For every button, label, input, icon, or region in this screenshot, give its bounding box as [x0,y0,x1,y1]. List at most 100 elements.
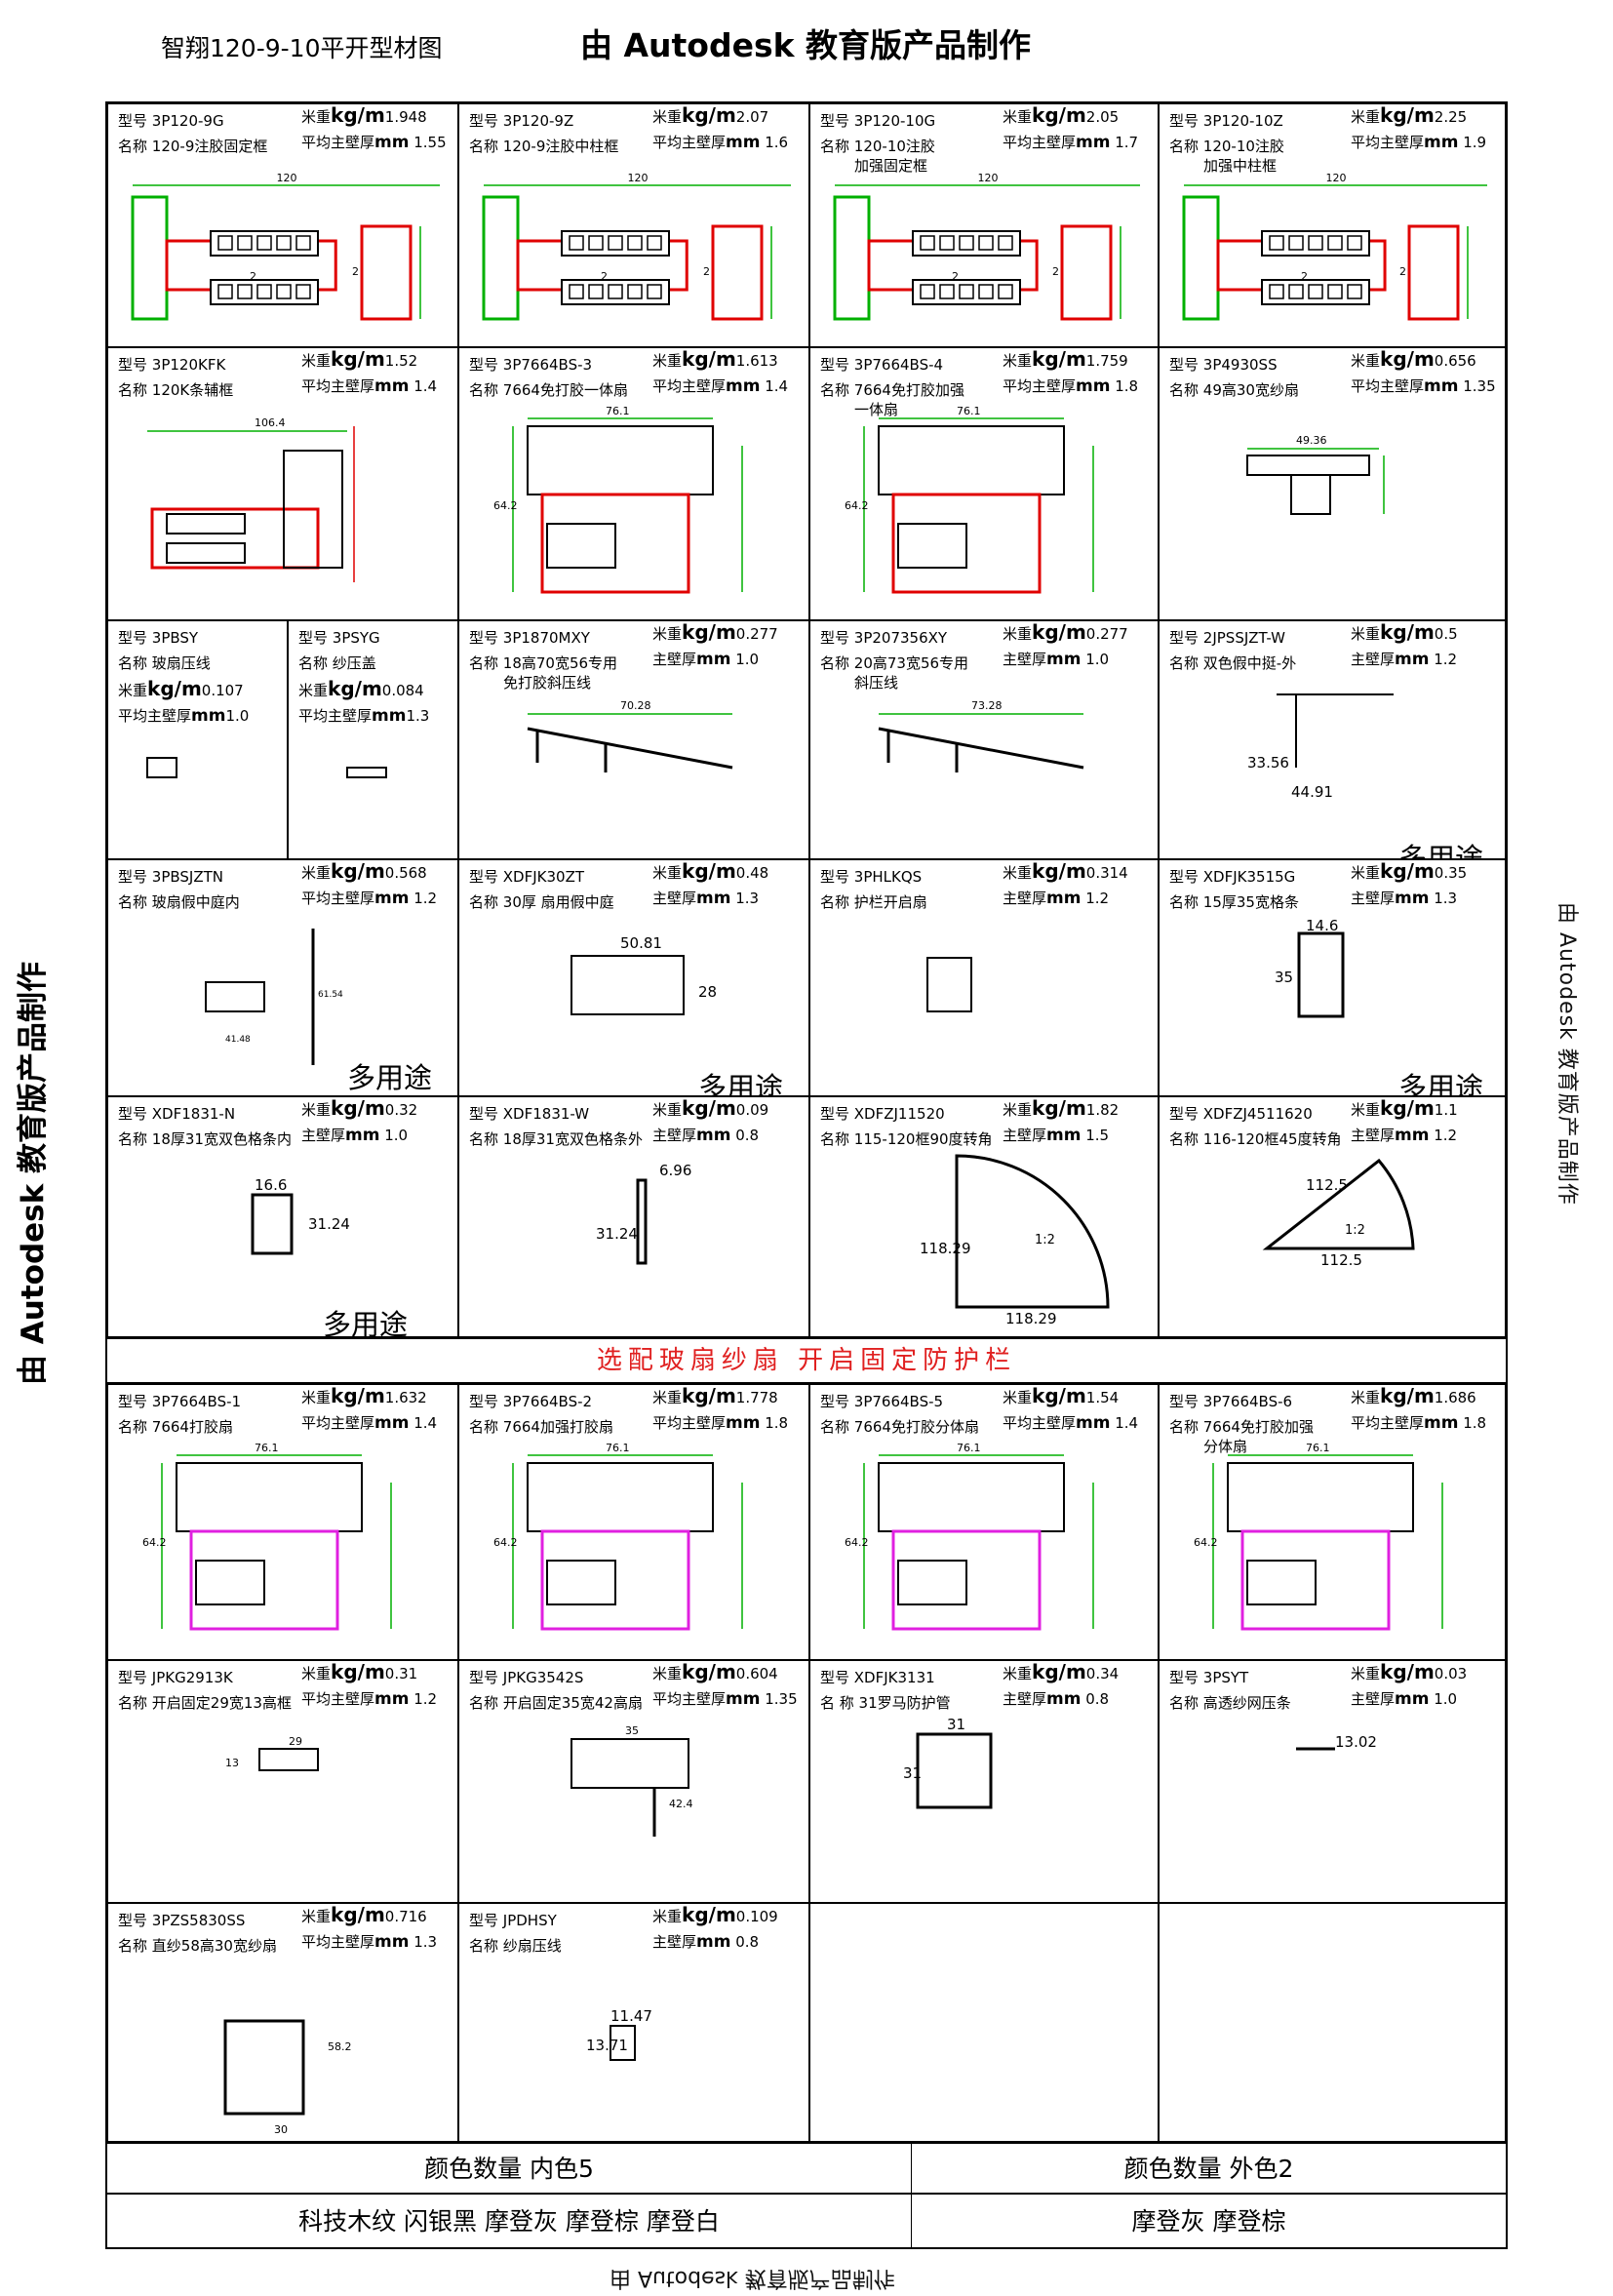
profile-model: 型号 XDFJK3515G [1169,868,1295,886]
model-label: 型号 [118,1912,152,1929]
profile-model: 型号 XDFZJ11520 [820,1105,945,1123]
profile-thickness: 平均主壁厚mm 1.4 [301,377,437,395]
profile-model: 型号 XDFJK30ZT [469,868,584,886]
thickness-value: 1.4 [760,377,789,395]
thickness-value: 1.4 [409,377,438,395]
dim-label-width: 70.28 [620,699,651,712]
thickness-value: 1.5 [1081,1127,1110,1144]
model-label: 型号 [820,868,854,886]
model-value: XDF1831-N [151,1105,236,1123]
thickness-unit: mm [1076,376,1111,396]
profile-name: 名称 7664加强打胶扇 [469,1418,613,1436]
model-label: 型号 [469,1393,503,1410]
weight-value: 0.34 [1085,1665,1120,1682]
model-value: XDF1831-W [502,1105,590,1123]
multi-use-tag: 多用途 [1398,1071,1484,1096]
name-label: 名称 [118,1937,152,1955]
profile-thickness: 主壁厚mm 1.5 [1003,1127,1109,1144]
weight-unit: kg/m [1380,1660,1435,1683]
model-label: 型号 [1169,1393,1203,1410]
thermal-strip [166,542,246,564]
name-value: 开启固定35宽42高扇 [502,1694,643,1712]
profile-thickness: 主壁厚mm 1.0 [1351,1690,1457,1708]
weight-value: 0.277 [1085,625,1128,643]
thickness-label: 平均主壁厚 [301,1933,375,1951]
profile-model: 型号 3PSYG [298,629,380,647]
weight-label: 米重 [652,1908,683,1925]
autodesk-watermark-top: 由 Autodesk 教育版产品制作 [580,26,1032,64]
fake-mullion [205,981,265,1012]
strip-cell [608,284,623,299]
model-value: 3P7664BS-6 [1202,1393,1293,1410]
name-value: 18厚31宽双色格条内 [151,1130,292,1148]
profile-drawing: 106.4 [147,416,355,582]
thickness-label: 平均主壁厚 [1003,1414,1077,1432]
profile-weight: 米重kg/m1.82 [1003,1098,1119,1119]
name-label: 名称 [820,654,854,672]
name-label: 名称 [820,381,854,399]
name-label: 名称 [1169,138,1203,155]
corner-90-shape [955,1154,1110,1309]
strip-cell [256,284,272,299]
dim-label-28: 28 [698,983,717,1001]
model-value: 3P1870MXY [502,629,590,647]
name-value: 120K条辅框 [151,381,234,399]
profile-weight: 米重kg/m0.35 [1351,861,1467,882]
name-label: 名称 [820,1418,854,1436]
thickness-label: 平均主壁厚 [652,1414,727,1432]
model-label: 型号 [1169,356,1203,374]
profile-weight: 米重kg/m0.314 [1003,861,1128,882]
thickness-unit: mm [726,1413,761,1433]
profile-drawing: 13.02 [1296,1733,1377,1751]
profile-thickness: 平均主壁厚mm 1.35 [652,1690,798,1708]
frame-left-green [482,195,520,321]
thickness-label: 平均主壁厚 [652,134,727,151]
thickness-value: 1.0 [225,707,250,725]
profile-thickness: 平均主壁厚mm 1.6 [652,134,788,151]
open-frame [258,1748,319,1771]
profile-weight: 米重kg/m2.25 [1351,105,1467,126]
strip-cell [569,284,584,299]
weight-label: 米重 [118,682,148,699]
thickness-value: 1.3 [730,890,760,907]
frame-right-red [711,224,764,321]
name-label: 名称 [469,138,503,155]
dim-label-30: 30 [274,2123,288,2136]
strip-cell [939,235,955,251]
profile-catalog-sheet: 选配玻扇纱扇 开启固定防护栏 颜色数量 内色5 颜色数量 外色2 科技木纹 闪银… [105,101,1508,2249]
profile-model: 型号 XDFZJ4511620 [1169,1105,1313,1123]
weight-unit: kg/m [1032,620,1086,644]
model-label: 型号 [469,1669,503,1686]
profile-weight: 米重kg/m1.632 [301,1386,427,1406]
model-label: 型号 [820,112,854,130]
profile-drawing: 76.164.2 [845,1442,1094,1631]
strip-cell [295,235,311,251]
model-value: XDFJK30ZT [502,868,585,886]
thickness-value: 0.8 [1081,1690,1110,1708]
profile-name: 名称 7664免打胶加强 [820,381,964,399]
profile-drawing: 76.164.2 [493,1442,743,1631]
model-value: 3P4930SS [1202,356,1278,374]
weight-unit: kg/m [1380,620,1435,644]
thickness-unit: mm [726,376,761,396]
strip-cell [1288,235,1304,251]
profile-drawing: 16.631.24 [251,1176,350,1255]
weight-value: 0.084 [381,682,424,699]
thickness-value: 1.35 [1458,377,1496,395]
weight-label: 米重 [1003,352,1033,370]
dim-label-11829: 118.29 [1005,1310,1057,1327]
sash-body [1240,1529,1391,1631]
name-value: 31罗马防护管 [858,1694,951,1712]
weight-unit: kg/m [331,1903,385,1926]
weight-unit: kg/m [331,859,385,883]
thickness-label: 平均主壁厚 [301,1690,375,1708]
thickness-label: 平均主壁厚 [1351,377,1425,395]
